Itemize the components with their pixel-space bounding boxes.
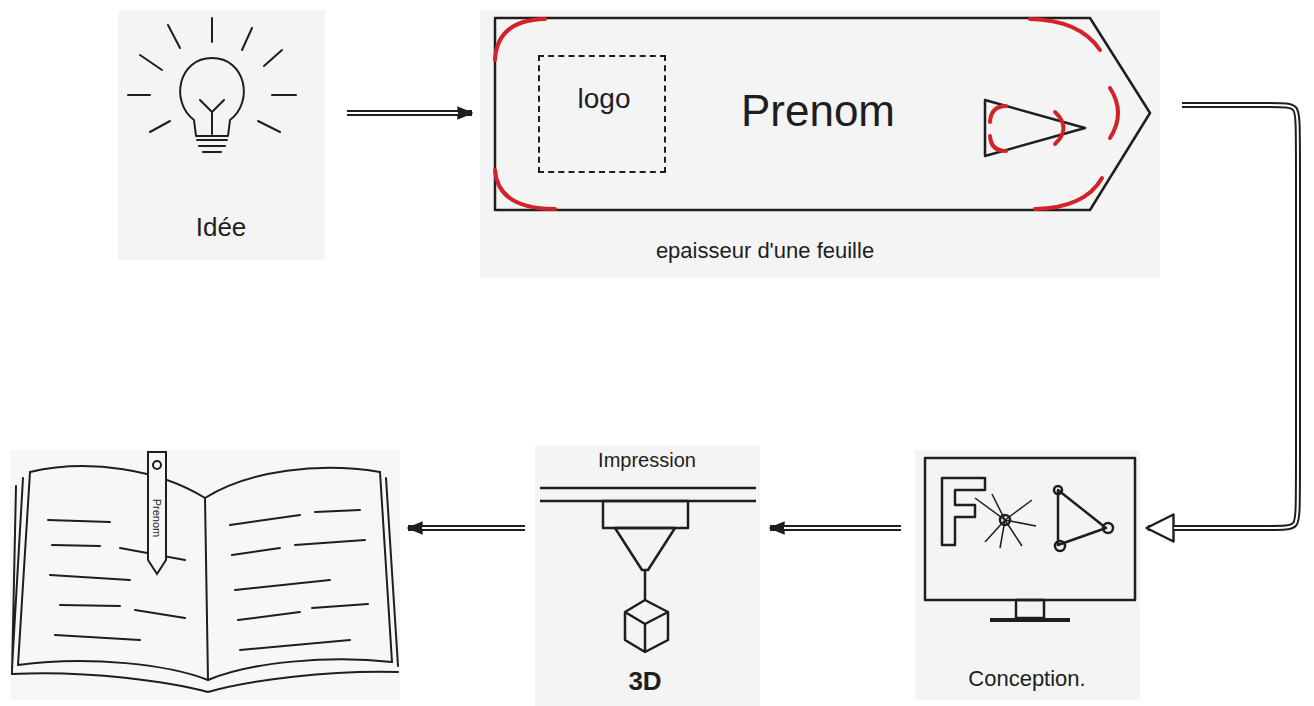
printer-icon-stroke <box>625 600 668 652</box>
rounded-corner-mark <box>990 106 1006 122</box>
lightbulb-icon-stroke <box>211 18 213 42</box>
panel-caption: epaisseur d'une feuille <box>656 238 874 263</box>
double-line-gap <box>784 527 901 529</box>
lightbulb-icon-stroke <box>242 28 252 50</box>
panel-caption: 3D <box>628 667 661 697</box>
bookmark-outline <box>480 10 1160 278</box>
printer-icon-stroke <box>644 570 647 600</box>
panel-label: Prenom <box>741 86 895 137</box>
bookmark-outline <box>495 18 1150 210</box>
lightbulb-icon-stroke <box>168 25 180 48</box>
monitor-icon-stroke <box>1055 541 1065 551</box>
monitor-icon-stroke <box>942 478 985 545</box>
double-line-arrow <box>347 110 472 116</box>
printer-icon-stroke <box>603 501 688 528</box>
lightbulb-icon-stroke <box>272 94 296 96</box>
double-line-arrow <box>1148 105 1298 528</box>
book-icon-stroke <box>153 461 161 469</box>
panel-ground-stroke <box>480 10 1160 278</box>
lightbulb-icon-stroke <box>150 121 170 132</box>
double-line-gap <box>1174 105 1298 528</box>
printer-icon-stroke <box>615 528 675 570</box>
lightbulb-icon <box>128 18 296 152</box>
panel-label: Conception. <box>968 666 1085 691</box>
printer-icon <box>540 488 756 652</box>
rounded-corner-mark <box>495 19 545 60</box>
monitor-icon-stroke <box>1016 600 1044 618</box>
book-icon-stroke <box>12 672 398 692</box>
panel-ground-stroke <box>10 450 400 700</box>
logo-box: logo <box>538 55 666 173</box>
book-panel: Prenom <box>10 450 400 700</box>
monitor-icon-stroke <box>1054 486 1062 494</box>
double-line-arrow <box>408 525 525 531</box>
book-icon <box>12 452 398 692</box>
panel-label: logo <box>578 83 631 115</box>
book-icon-stroke <box>205 498 208 680</box>
book-icon-stroke <box>148 452 166 574</box>
monitor-icon-stroke <box>1058 490 1106 545</box>
book-icon-stroke <box>30 466 205 498</box>
book-icon-stroke <box>380 472 398 666</box>
lightbulb-icon-stroke <box>140 55 162 70</box>
printing-panel: Impression 3D <box>535 445 760 706</box>
panel-label: Idée <box>196 213 247 243</box>
lightbulb-icon-stroke <box>258 121 280 132</box>
double-line-gap <box>422 527 525 529</box>
printer-icon-stroke <box>540 487 756 490</box>
book-icon-stroke <box>12 472 30 674</box>
panel-label: Impression <box>598 449 696 472</box>
panel-ground-stroke <box>915 450 1140 700</box>
panel-label: Prenom <box>151 499 164 538</box>
lightbulb-icon-stroke <box>197 140 227 152</box>
panel-ground-stroke <box>118 10 325 260</box>
book-icon-stroke <box>205 468 380 498</box>
rounded-corner-mark <box>1035 178 1102 209</box>
rounded-corner-mark <box>990 136 1006 151</box>
panel-ground-stroke <box>535 445 760 706</box>
double-line-arrow <box>770 525 901 531</box>
monitor-icon-stroke <box>990 618 1070 622</box>
triangle-cutout <box>985 100 1085 156</box>
design-panel: Conception. <box>915 450 1140 700</box>
rounded-corner-mark <box>1055 112 1064 144</box>
monitor-icon-stroke <box>925 458 1135 600</box>
rounded-corner-mark <box>1110 88 1118 138</box>
monitor-icon-stroke <box>1103 523 1113 533</box>
lightbulb-icon-stroke <box>128 94 150 96</box>
panel-ground <box>10 10 1160 706</box>
book-icon-stroke <box>48 510 368 650</box>
bookmark-panel: Prenom epaisseur d'une feuille logo <box>480 10 1160 278</box>
rounded-corner-mark <box>495 170 555 209</box>
idea-panel: Idée <box>118 10 325 260</box>
monitor-icon-stroke <box>975 494 1036 548</box>
lightbulb-icon-stroke <box>264 50 282 66</box>
monitor-icon <box>925 458 1135 620</box>
double-line-gap <box>347 112 458 114</box>
rounded-corner-mark <box>1030 19 1100 50</box>
lightbulb-icon-stroke <box>180 58 244 136</box>
lightbulb-icon-stroke <box>200 100 224 134</box>
